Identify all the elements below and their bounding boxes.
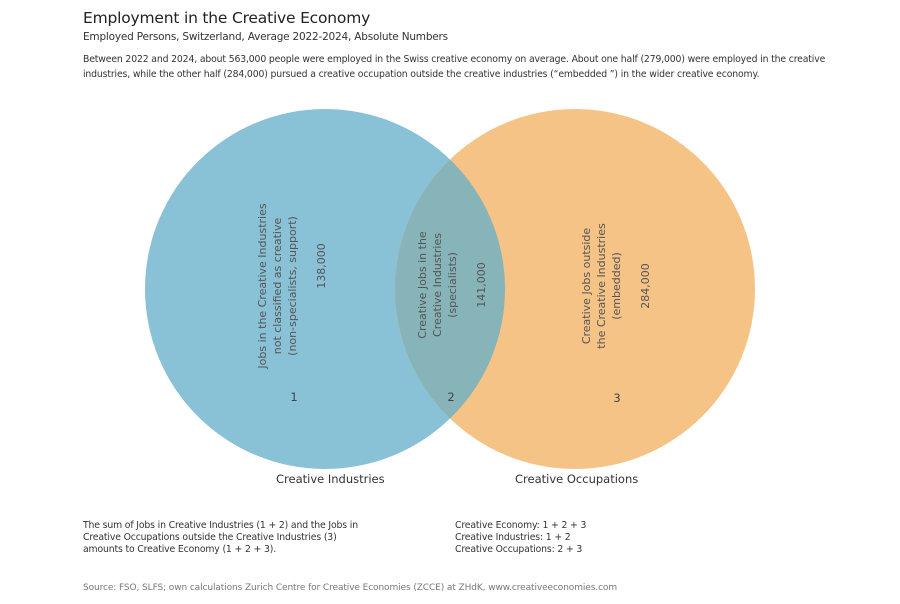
region-2-line: Creative Industries [431, 233, 444, 337]
intro-line: Between 2022 and 2024, about 563,000 peo… [83, 54, 826, 65]
region-3-label: Creative Jobs outside the Creative Indus… [580, 223, 652, 349]
region-1-label: Jobs in the Creative Industries not clas… [256, 203, 328, 369]
region-3-line: the Creative Industries [595, 223, 608, 349]
chart-subtitle: Employed Persons, Switzerland, Average 2… [83, 31, 448, 43]
region-2-value: 141,000 [475, 262, 488, 308]
region-1-line: not classified as creative [271, 218, 284, 355]
region-3-value: 284,000 [639, 263, 652, 309]
region-3-line: (embedded) [610, 252, 623, 320]
region-2-line: (specialists) [446, 252, 459, 318]
note-line: Creative Occupations outside the Creativ… [83, 532, 337, 543]
circle-creative-occupations[interactable] [395, 109, 755, 469]
note-right: Creative Economy: 1 + 2 + 3 Creative Ind… [455, 520, 586, 556]
note-left: The sum of Jobs in Creative Industries (… [83, 520, 358, 556]
region-2-label: Creative Jobs in the Creative Industries… [416, 231, 488, 339]
note-line: The sum of Jobs in Creative Industries (… [83, 520, 358, 531]
set-label-creative-occupations: Creative Occupations [515, 472, 639, 486]
note-line: amounts to Creative Economy (1 + 2 + 3). [83, 544, 277, 555]
region-1-line: (non-specialists, support) [286, 216, 299, 356]
note-line: Creative Occupations: 2 + 3 [455, 544, 583, 555]
note-line: Creative Economy: 1 + 2 + 3 [455, 520, 587, 531]
region-2-line: Creative Jobs in the [416, 231, 429, 339]
region-1-line: Jobs in the Creative Industries [256, 203, 269, 369]
note-line: Creative Industries: 1 + 2 [455, 532, 571, 543]
region-1-value: 138,000 [315, 243, 328, 289]
circle-creative-industries[interactable] [145, 109, 505, 469]
region-3-number: 3 [613, 391, 620, 405]
region-1-number: 1 [290, 390, 297, 404]
set-label-creative-industries: Creative Industries [276, 472, 385, 486]
chart-title: Employment in the Creative Economy [83, 9, 371, 27]
source-note: Source: FSO, SLFS; own calculations Zuri… [83, 583, 617, 593]
region-2-number: 2 [447, 390, 454, 404]
intro-text: Between 2022 and 2024, about 563,000 peo… [83, 52, 873, 82]
region-3-line: Creative Jobs outside [580, 228, 593, 345]
intro-line: industries, while the other half (284,00… [83, 69, 760, 80]
